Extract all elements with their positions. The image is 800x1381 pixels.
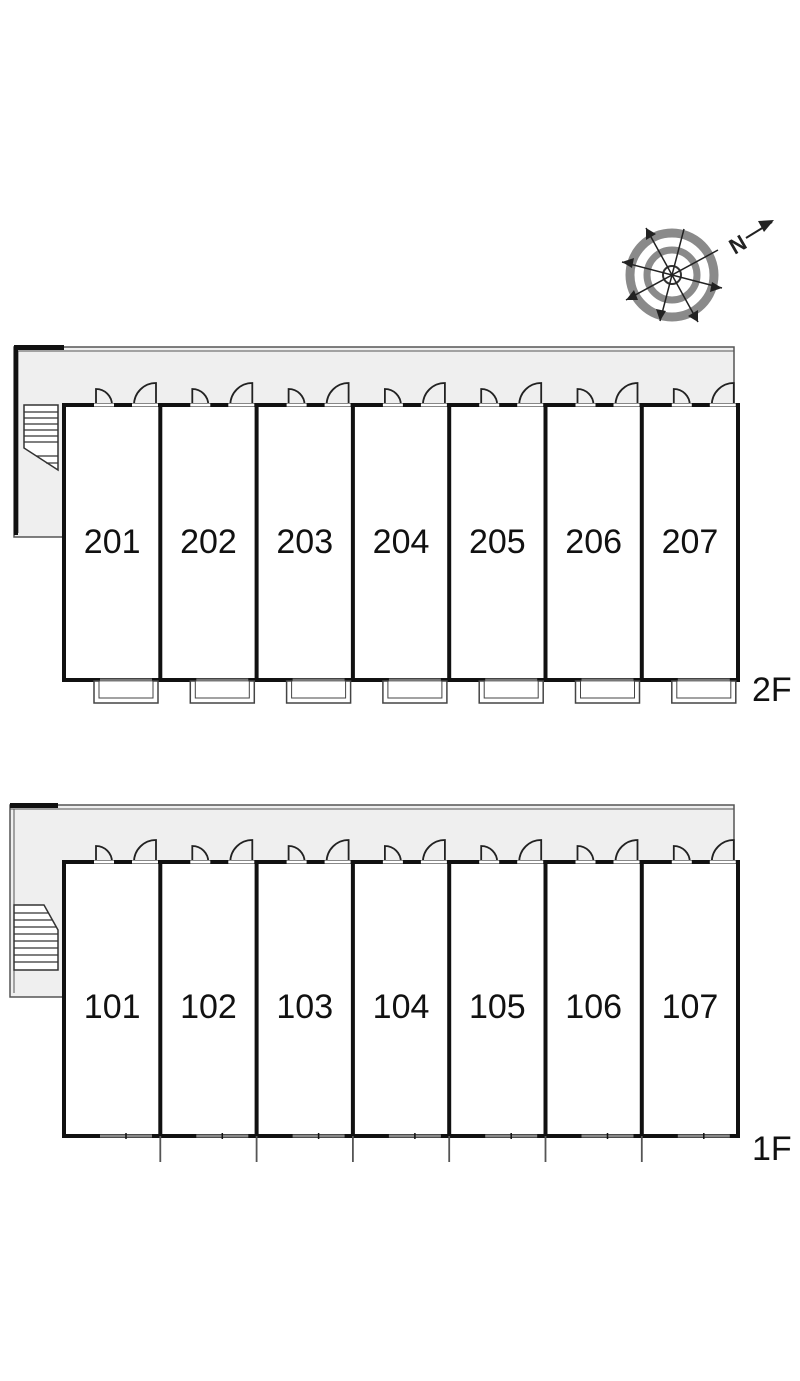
- balcony: [382, 678, 448, 704]
- door-icon: [190, 382, 255, 407]
- unit-201: 201: [84, 382, 159, 704]
- balcony: [285, 678, 352, 704]
- unit-206: 206: [543, 382, 641, 704]
- unit-label: 204: [373, 523, 430, 561]
- unit-207: 207: [639, 382, 737, 704]
- window: [677, 1133, 730, 1139]
- door-icon: [382, 839, 447, 864]
- balcony: [671, 678, 737, 704]
- door-icon: [382, 382, 447, 407]
- unit-102: 102: [158, 839, 255, 1162]
- north-label: N: [725, 230, 751, 260]
- unit-107: 107: [639, 839, 736, 1162]
- unit-label: 104: [373, 988, 430, 1026]
- door-icon: [575, 839, 640, 864]
- unit-101: 101: [84, 839, 158, 1139]
- unit-label: 206: [565, 523, 622, 561]
- staircase-2f: [23, 404, 59, 472]
- door-icon: [671, 382, 736, 407]
- staircase-1f: [13, 904, 59, 971]
- north-indicator: N: [725, 220, 774, 259]
- door-icon: [479, 382, 544, 407]
- balcony: [478, 678, 544, 704]
- door-icon: [94, 382, 158, 407]
- building-outline-2f: [62, 403, 740, 682]
- unit-105: 105: [447, 839, 544, 1162]
- window: [388, 1133, 441, 1139]
- unit-106: 106: [543, 839, 640, 1162]
- door-icon: [190, 839, 255, 864]
- unit-label: 202: [180, 523, 237, 561]
- door-icon: [575, 382, 640, 407]
- balcony: [93, 678, 159, 704]
- window: [581, 1133, 634, 1139]
- unit-204: 204: [350, 382, 448, 704]
- floor-1f: 101 102 103 104 105 106 107 1F: [9, 803, 792, 1168]
- unit-103: 103: [254, 839, 351, 1162]
- unit-205: 205: [447, 382, 544, 704]
- floor-2f: 201 202 203 204 205 206 207 2F: [13, 345, 792, 709]
- balcony: [574, 678, 641, 704]
- unit-203: 203: [254, 382, 352, 704]
- unit-label: 101: [84, 988, 141, 1026]
- floor-label-1f: 1F: [752, 1130, 792, 1168]
- unit-label: 203: [276, 523, 333, 561]
- window: [292, 1133, 345, 1139]
- unit-202: 202: [158, 382, 256, 704]
- unit-label: 103: [276, 988, 333, 1026]
- window: [100, 1133, 152, 1139]
- window: [485, 1133, 538, 1139]
- unit-label: 201: [84, 523, 141, 561]
- door-icon: [94, 839, 158, 864]
- balcony: [189, 678, 256, 704]
- window: [196, 1133, 249, 1139]
- door-icon: [479, 839, 544, 864]
- floor-label-2f: 2F: [752, 671, 792, 709]
- unit-label: 105: [469, 988, 526, 1026]
- unit-label: 107: [662, 988, 719, 1026]
- unit-label: 106: [565, 988, 622, 1026]
- door-icon: [286, 382, 351, 407]
- unit-104: 104: [350, 839, 447, 1162]
- compass-rose-icon: [621, 227, 723, 323]
- unit-label: 205: [469, 523, 526, 561]
- unit-label: 207: [662, 523, 719, 561]
- door-icon: [671, 839, 736, 864]
- door-icon: [286, 839, 351, 864]
- unit-label: 102: [180, 988, 237, 1026]
